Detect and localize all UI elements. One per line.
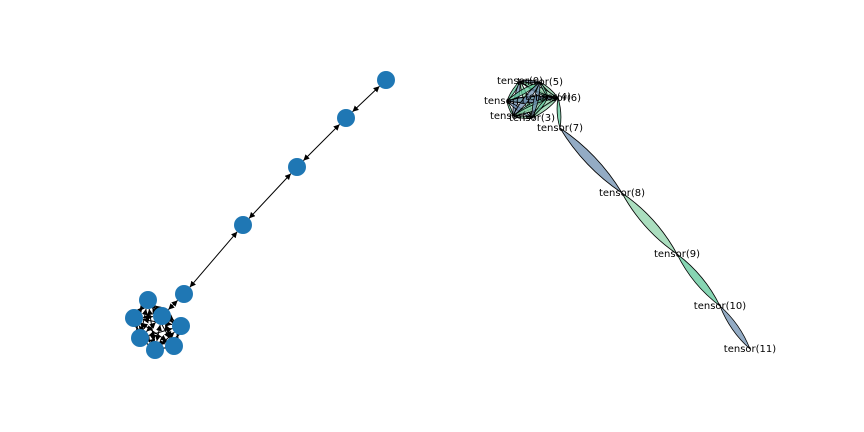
node-label-right-2: tensor(2) — [490, 111, 536, 122]
node-left-4 — [165, 337, 183, 355]
node-label-right-11: tensor(11) — [724, 344, 776, 355]
left-graph — [125, 71, 395, 359]
edge-left-5 — [149, 302, 161, 314]
edge-left-18 — [173, 330, 182, 342]
edge-left-16 — [161, 331, 175, 345]
edge-left-0 — [136, 304, 146, 314]
edge-right-23 — [621, 192, 678, 255]
edge-left-23 — [248, 173, 292, 219]
node-left-9 — [288, 158, 306, 176]
edge-left-20 — [166, 316, 177, 326]
edge-left-14 — [146, 322, 156, 332]
node-label-right-9: tensor(9) — [654, 249, 700, 260]
node-left-3 — [146, 341, 164, 359]
edge-left-25 — [352, 85, 380, 113]
node-label-right-3: tensor(3) — [509, 113, 555, 124]
node-left-8 — [234, 216, 252, 234]
node-left-1 — [125, 309, 143, 327]
edge-left-6 — [132, 322, 142, 334]
edge-left-17 — [155, 324, 162, 342]
node-label-right-8: tensor(8) — [599, 188, 645, 199]
edge-left-19 — [164, 324, 172, 338]
right-graph: tensor(0)tensor(1)tensor(2)tensor(3)tens… — [484, 76, 776, 355]
node-left-11 — [377, 71, 395, 89]
node-left-0 — [139, 291, 157, 309]
node-label-right-10: tensor(10) — [694, 301, 746, 312]
node-left-10 — [337, 109, 355, 127]
edge-right-25 — [719, 305, 751, 350]
node-left-2 — [131, 329, 149, 347]
edge-left-22 — [189, 231, 238, 288]
node-label-right-4: tensor(4) — [525, 92, 571, 103]
node-label-right-5: tensor(5) — [517, 77, 563, 88]
edge-left-11 — [141, 338, 154, 350]
edge-left-10 — [142, 313, 154, 321]
edge-right-22 — [559, 127, 623, 194]
node-left-5 — [172, 317, 190, 335]
edge-left-24 — [303, 124, 340, 161]
edge-right-24 — [676, 253, 721, 307]
node-left-7 — [175, 285, 193, 303]
node-left-6 — [153, 307, 171, 325]
node-label-right-1: tensor(1) — [484, 96, 530, 107]
node-label-right-6: tensor(6) — [535, 93, 581, 104]
node-label-right-0: tensor(0) — [497, 76, 543, 87]
node-label-right-7: tensor(7) — [537, 123, 583, 134]
edge-left-21 — [168, 300, 178, 310]
